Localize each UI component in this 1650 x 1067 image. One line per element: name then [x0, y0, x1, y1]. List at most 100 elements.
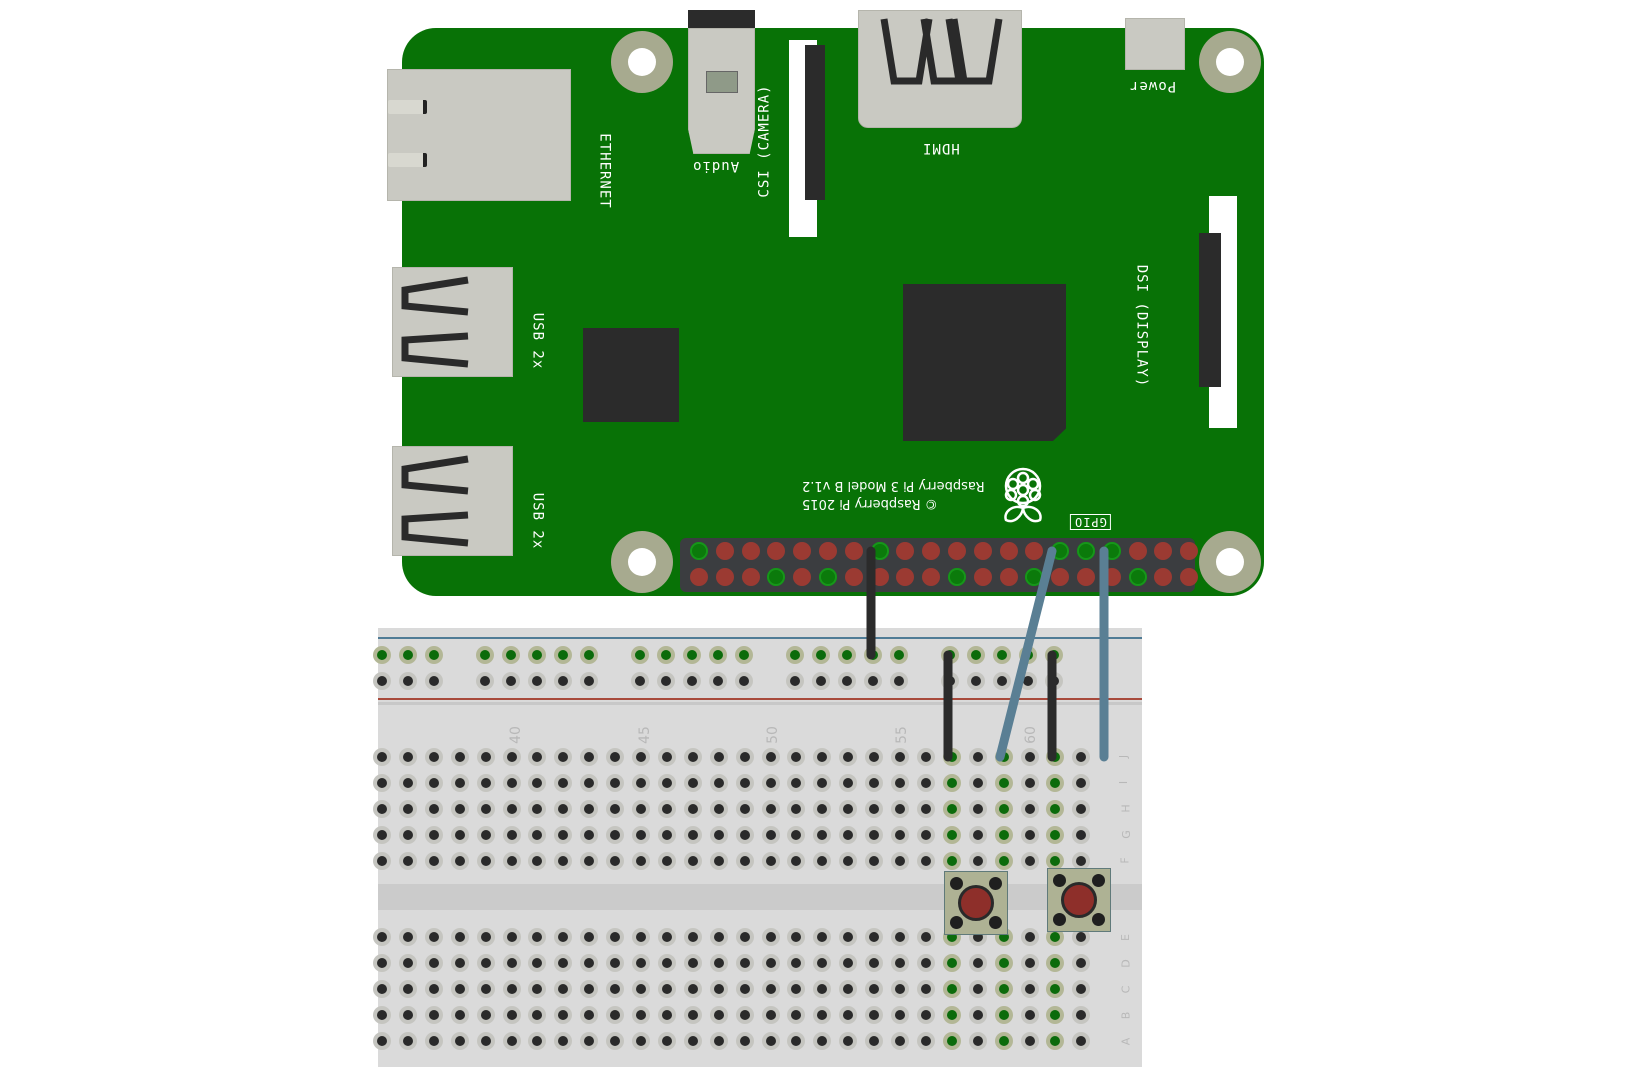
breadboard-hole[interactable]: [687, 1010, 698, 1020]
breadboard-hole[interactable]: [895, 1036, 905, 1046]
breadboard-hole[interactable]: [868, 676, 878, 686]
gpio-pin[interactable]: [1180, 542, 1199, 560]
breadboard-hole[interactable]: [713, 958, 724, 968]
breadboard-hole[interactable]: [532, 856, 543, 866]
breadboard-hole[interactable]: [972, 984, 983, 994]
breadboard-hole[interactable]: [454, 830, 465, 840]
breadboard-hole[interactable]: [1050, 856, 1061, 866]
breadboard-hole[interactable]: [920, 1010, 931, 1020]
breadboard-hole[interactable]: [895, 856, 905, 866]
breadboard-hole[interactable]: [946, 830, 957, 840]
breadboard-hole[interactable]: [1050, 1036, 1061, 1046]
breadboard-hole[interactable]: [687, 856, 698, 866]
breadboard-hole[interactable]: [739, 1010, 750, 1020]
breadboard-hole[interactable]: [532, 830, 543, 840]
breadboard-hole[interactable]: [584, 856, 595, 866]
breadboard-hole[interactable]: [946, 932, 957, 942]
breadboard-hole[interactable]: [998, 830, 1009, 840]
breadboard-hole[interactable]: [920, 778, 931, 788]
breadboard-hole[interactable]: [636, 984, 646, 994]
breadboard-hole[interactable]: [584, 830, 595, 840]
breadboard-hole[interactable]: [739, 1036, 750, 1046]
breadboard-hole[interactable]: [532, 752, 543, 762]
breadboard-hole[interactable]: [480, 830, 491, 840]
gpio-pin[interactable]: [1051, 542, 1070, 560]
breadboard-hole[interactable]: [972, 752, 983, 762]
breadboard-hole[interactable]: [817, 958, 828, 968]
breadboard-hole[interactable]: [946, 1010, 957, 1020]
breadboard-hole[interactable]: [636, 1010, 646, 1020]
breadboard-hole[interactable]: [713, 752, 724, 762]
breadboard-hole[interactable]: [998, 778, 1009, 788]
breadboard-hole[interactable]: [739, 804, 750, 814]
breadboard-hole[interactable]: [895, 958, 905, 968]
breadboard-hole[interactable]: [1024, 958, 1035, 968]
breadboard-hole[interactable]: [946, 778, 957, 788]
breadboard-hole[interactable]: [480, 856, 491, 866]
breadboard-hole[interactable]: [558, 804, 569, 814]
breadboard-hole[interactable]: [765, 830, 776, 840]
gpio-pin[interactable]: [896, 542, 915, 560]
breadboard-hole[interactable]: [817, 778, 828, 788]
breadboard-hole[interactable]: [402, 1036, 413, 1046]
breadboard-hole[interactable]: [869, 984, 880, 994]
breadboard-hole[interactable]: [713, 856, 724, 866]
breadboard-hole[interactable]: [636, 958, 646, 968]
breadboard-hole[interactable]: [843, 752, 854, 762]
breadboard-hole[interactable]: [506, 752, 517, 762]
breadboard-hole[interactable]: [428, 958, 439, 968]
breadboard-hole[interactable]: [584, 1010, 595, 1020]
breadboard-hole[interactable]: [480, 932, 491, 942]
breadboard-hole[interactable]: [661, 830, 672, 840]
breadboard-hole[interactable]: [532, 1010, 543, 1020]
breadboard-hole[interactable]: [532, 650, 542, 660]
breadboard-hole[interactable]: [377, 676, 387, 686]
breadboard-hole[interactable]: [895, 752, 905, 762]
gpio-pin[interactable]: [948, 568, 966, 586]
breadboard-hole[interactable]: [402, 830, 413, 840]
breadboard-hole[interactable]: [1024, 752, 1035, 762]
breadboard-hole[interactable]: [584, 932, 595, 942]
breadboard-hole[interactable]: [377, 856, 387, 866]
breadboard-hole[interactable]: [377, 958, 387, 968]
breadboard-hole[interactable]: [765, 778, 776, 788]
breadboard-hole[interactable]: [558, 932, 569, 942]
breadboard-hole[interactable]: [713, 676, 723, 686]
breadboard-hole[interactable]: [506, 676, 516, 686]
breadboard-hole[interactable]: [377, 1036, 387, 1046]
breadboard-hole[interactable]: [454, 1036, 465, 1046]
breadboard-hole[interactable]: [661, 932, 672, 942]
breadboard-hole[interactable]: [428, 778, 439, 788]
breadboard-hole[interactable]: [402, 752, 413, 762]
breadboard-hole[interactable]: [636, 932, 646, 942]
gpio-pin[interactable]: [793, 568, 812, 586]
gpio-pin[interactable]: [922, 568, 941, 586]
breadboard-hole[interactable]: [869, 830, 880, 840]
breadboard-hole[interactable]: [1050, 778, 1061, 788]
breadboard-hole[interactable]: [998, 856, 1009, 866]
gpio-pin[interactable]: [690, 542, 708, 560]
breadboard-hole[interactable]: [610, 984, 621, 994]
breadboard-hole[interactable]: [1024, 778, 1035, 788]
breadboard-hole[interactable]: [428, 1036, 439, 1046]
breadboard-hole[interactable]: [687, 830, 698, 840]
breadboard-hole[interactable]: [506, 650, 516, 660]
breadboard-hole[interactable]: [636, 1036, 646, 1046]
gpio-pin[interactable]: [793, 542, 812, 560]
breadboard-hole[interactable]: [791, 856, 802, 866]
breadboard-hole[interactable]: [402, 932, 413, 942]
breadboard-hole[interactable]: [454, 856, 465, 866]
gpio-pin[interactable]: [999, 568, 1018, 586]
breadboard-hole[interactable]: [584, 804, 595, 814]
breadboard-hole[interactable]: [428, 856, 439, 866]
breadboard-hole[interactable]: [687, 804, 698, 814]
breadboard-hole[interactable]: [506, 1036, 517, 1046]
breadboard-hole[interactable]: [402, 778, 413, 788]
breadboard-hole[interactable]: [790, 650, 800, 660]
breadboard-hole[interactable]: [377, 830, 387, 840]
breadboard-hole[interactable]: [1076, 804, 1087, 814]
breadboard-hole[interactable]: [480, 1036, 491, 1046]
breadboard-hole[interactable]: [972, 778, 983, 788]
breadboard-hole[interactable]: [610, 830, 621, 840]
breadboard-hole[interactable]: [403, 676, 413, 686]
